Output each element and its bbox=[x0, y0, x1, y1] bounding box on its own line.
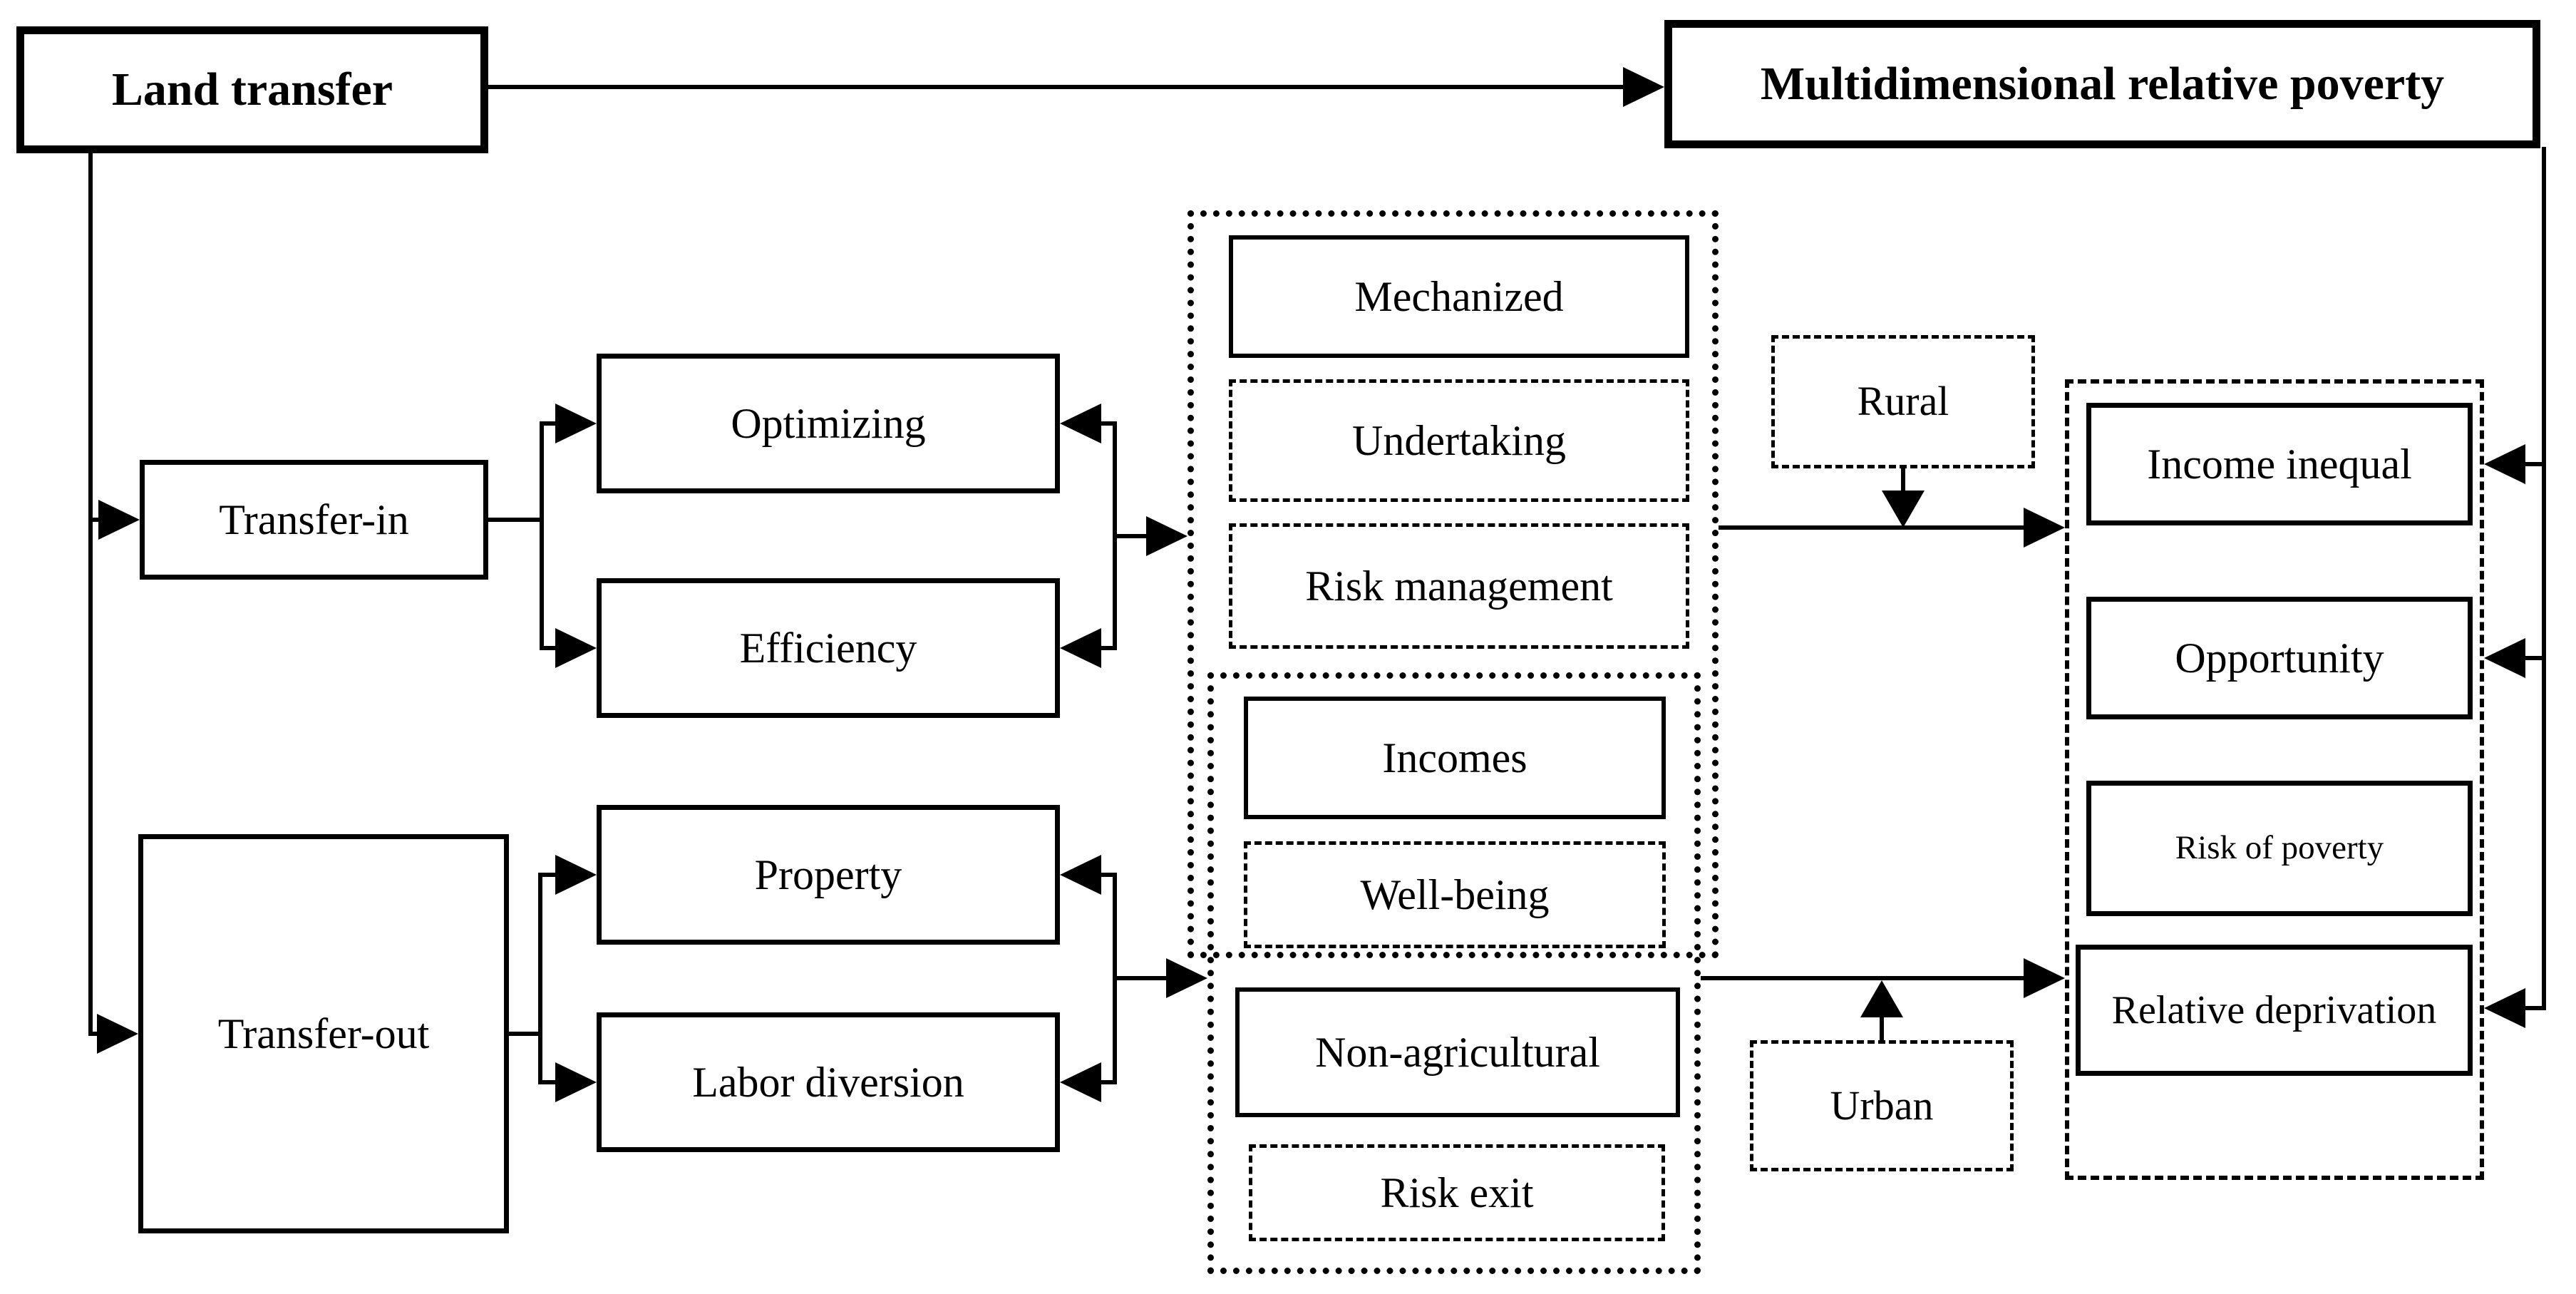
node-urban: Urban bbox=[1750, 1040, 2014, 1171]
node-transfer-out: Transfer-out bbox=[138, 834, 509, 1233]
arrowhead-rural bbox=[1882, 491, 1925, 528]
edge-groupB-dimensions bbox=[1701, 976, 2025, 980]
transfer-in-mechanism-group bbox=[1187, 210, 1719, 958]
edge-landtransfer-poverty bbox=[488, 85, 1626, 89]
node-land-transfer: Land transfer bbox=[16, 26, 488, 153]
arrowhead-into-property bbox=[555, 855, 597, 895]
arrowhead-into-optimizing bbox=[555, 404, 597, 443]
node-property: Property bbox=[597, 805, 1060, 945]
arrowhead-back-labor bbox=[1060, 1062, 1101, 1102]
arrowhead-back-efficiency bbox=[1060, 628, 1101, 668]
arrowhead-back-optimizing bbox=[1060, 404, 1101, 443]
edge-collector-efficiency bbox=[1101, 646, 1117, 650]
node-incomes: Incomes bbox=[1244, 697, 1666, 819]
node-labor-diversion: Labor diversion bbox=[597, 1012, 1060, 1152]
node-transfer-in: Transfer-in bbox=[140, 460, 488, 580]
arrowhead-urban bbox=[1860, 980, 1903, 1017]
arrowhead-into-efficiency bbox=[555, 628, 597, 668]
edge-groupA-dimensions bbox=[1719, 525, 2025, 530]
arrowhead-back-property bbox=[1060, 855, 1101, 895]
arrowhead-into-dimensions-bottom bbox=[2024, 958, 2065, 998]
edge-spine-transferin bbox=[88, 518, 101, 522]
node-well-being: Well-being bbox=[1244, 841, 1666, 948]
node-optimizing: Optimizing bbox=[597, 354, 1060, 493]
arrowhead-into-poverty bbox=[1623, 67, 1664, 107]
edge-transferin-group bbox=[1113, 534, 1148, 538]
arrowhead-into-labor-diversion bbox=[555, 1062, 597, 1102]
branch-transferout-vertical bbox=[538, 873, 542, 1084]
edge-landtransfer-spine bbox=[88, 152, 93, 1036]
poverty-dimensions-group bbox=[2065, 379, 2484, 1180]
edge-spine-relative-deprivation bbox=[2524, 1006, 2546, 1010]
node-undertaking: Undertaking bbox=[1229, 379, 1689, 502]
edge-spine-transferout bbox=[88, 1032, 98, 1036]
edge-collector-labor bbox=[1101, 1080, 1117, 1084]
arrowhead-into-relative-deprivation bbox=[2484, 988, 2525, 1028]
edge-collector-optimizing bbox=[1101, 421, 1117, 426]
arrowhead-into-mechanism-group-top bbox=[1146, 516, 1187, 556]
node-risk-management: Risk management bbox=[1229, 523, 1689, 649]
node-risk-exit: Risk exit bbox=[1249, 1144, 1665, 1241]
edge-transferout-branch bbox=[509, 1032, 542, 1036]
edge-branch-labor bbox=[538, 1080, 557, 1084]
arrowhead-into-transfer-in bbox=[98, 500, 140, 540]
branch-transferin-vertical bbox=[540, 421, 544, 650]
edge-branch-optimizing bbox=[540, 421, 557, 426]
node-mechanized: Mechanized bbox=[1229, 235, 1689, 358]
edge-poverty-spine bbox=[2542, 147, 2546, 1010]
node-opportunity: Opportunity bbox=[2086, 597, 2473, 719]
edge-collector-property bbox=[1101, 873, 1117, 877]
edge-spine-opportunity bbox=[2524, 656, 2544, 660]
transfer-out-mechanism-group bbox=[1207, 672, 1701, 1274]
edge-urban-up bbox=[1880, 1015, 1884, 1042]
edge-transferout-group bbox=[1113, 976, 1168, 980]
edge-branch-property bbox=[538, 873, 557, 877]
edge-spine-income-inequal bbox=[2524, 462, 2544, 466]
arrowhead-into-transfer-out bbox=[97, 1014, 138, 1054]
edge-branch-efficiency bbox=[540, 646, 557, 650]
arrowhead-into-income-inequal bbox=[2484, 444, 2525, 484]
edge-rural-down bbox=[1901, 467, 1905, 493]
node-income-inequal: Income inequal bbox=[2086, 403, 2473, 525]
node-risk-of-poverty: Risk of poverty bbox=[2086, 781, 2473, 916]
arrowhead-into-dimensions-top bbox=[2024, 508, 2065, 548]
node-efficiency: Efficiency bbox=[597, 578, 1060, 718]
node-multidimensional-poverty: Multidimensional relative poverty bbox=[1664, 20, 2540, 148]
node-relative-deprivation: Relative deprivation bbox=[2076, 945, 2473, 1076]
arrowhead-into-opportunity bbox=[2484, 638, 2525, 678]
node-rural: Rural bbox=[1771, 335, 2035, 468]
edge-transferin-branch bbox=[488, 518, 544, 522]
node-non-agricultural: Non-agricultural bbox=[1235, 987, 1680, 1117]
arrowhead-into-mechanism-group-bottom bbox=[1166, 958, 1207, 998]
